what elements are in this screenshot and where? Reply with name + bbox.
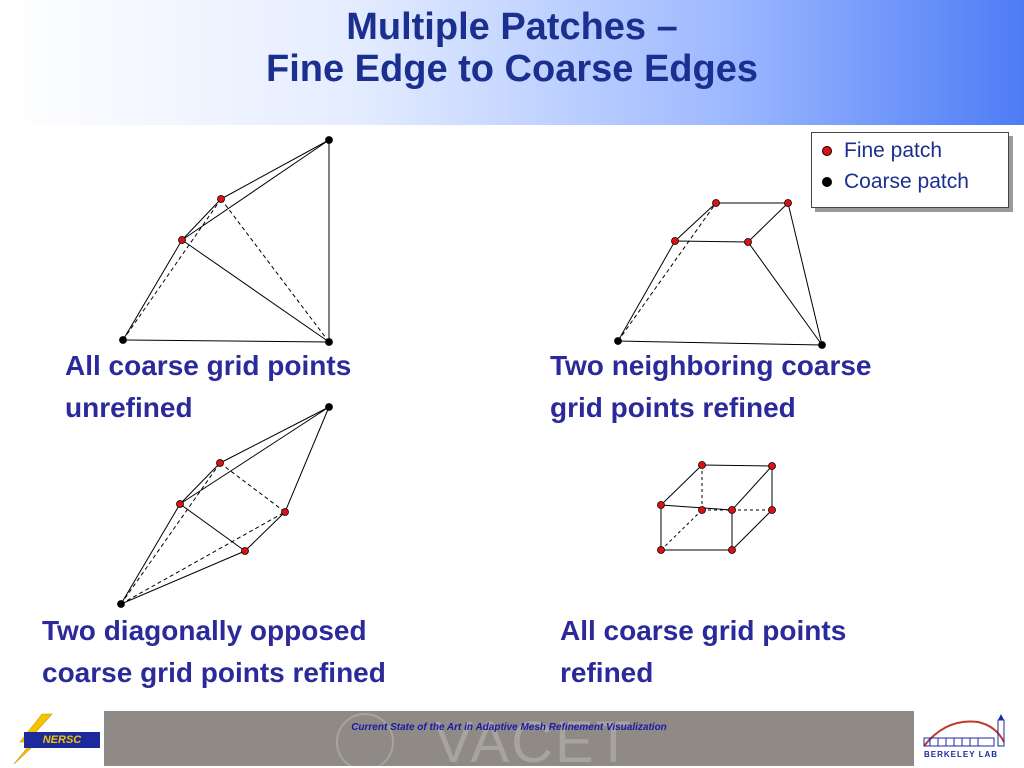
- footer-text: Current State of the Art in Adaptive Mes…: [351, 722, 667, 733]
- fine-point: [768, 462, 776, 470]
- berkeley-building-icon: [923, 714, 1005, 747]
- nersc-logo: NERSC: [2, 712, 102, 766]
- fine-point: [671, 237, 679, 245]
- fine-point: [216, 459, 224, 467]
- seal-watermark-icon: [336, 713, 394, 766]
- caption-all-refined-line1: All coarse grid points: [560, 615, 847, 646]
- fine-point: [784, 199, 792, 207]
- legend-box: Fine patch Coarse patch: [811, 132, 1009, 208]
- footer-bar: VACET Current State of the Art in Adapti…: [104, 711, 914, 766]
- red-dot-icon: [822, 146, 832, 156]
- slide-title-line2: Fine Edge to Coarse Edges: [266, 48, 758, 90]
- berkeley-lab-logo: BERKELEY LAB: [916, 712, 1022, 766]
- caption-neighboring: Two neighboring coarse grid points refin…: [550, 345, 872, 429]
- fine-point: [728, 506, 736, 514]
- coarse-point: [818, 341, 826, 349]
- coarse-point: [325, 403, 333, 411]
- caption-unrefined-line2: unrefined: [65, 392, 193, 423]
- fine-point: [698, 461, 706, 469]
- berkeley-lab-text: BERKELEY LAB: [924, 750, 999, 759]
- caption-neighboring-line1: Two neighboring coarse: [550, 350, 872, 381]
- coarse-point: [614, 337, 622, 345]
- fine-point: [728, 546, 736, 554]
- caption-unrefined: All coarse grid points unrefined: [65, 345, 351, 429]
- fine-point: [217, 195, 225, 203]
- slide-title: Multiple Patches – Fine Edge to Coarse E…: [0, 6, 1024, 90]
- diagram-diagonal-points: [117, 403, 333, 608]
- caption-all-refined-line2: refined: [560, 657, 654, 688]
- vacet-watermark: VACET: [434, 711, 634, 766]
- caption-neighboring-line2: grid points refined: [550, 392, 796, 423]
- fine-point: [281, 508, 289, 516]
- coarse-point: [325, 136, 333, 144]
- diagram-diagonal-refined: [120, 406, 330, 605]
- fine-point: [241, 547, 249, 555]
- diagram-neighboring-refined: [617, 202, 823, 346]
- caption-diagonal: Two diagonally opposed coarse grid point…: [42, 610, 386, 694]
- fine-point: [698, 506, 706, 514]
- slide-title-line1: Multiple Patches –: [346, 6, 678, 48]
- fine-point: [712, 199, 720, 207]
- fine-point: [768, 506, 776, 514]
- diagram-all-refined-points: [657, 461, 776, 554]
- legend-coarse: Coarse patch: [822, 170, 969, 194]
- legend-fine-label: Fine patch: [844, 139, 943, 162]
- caption-diagonal-line1: Two diagonally opposed: [42, 615, 367, 646]
- fine-point: [744, 238, 752, 246]
- caption-diagonal-line2: coarse grid points refined: [42, 657, 386, 688]
- diagram-unrefined: [122, 139, 330, 343]
- coarse-point: [119, 336, 127, 344]
- diagram-all-refined: [660, 464, 773, 551]
- nersc-logo-text: NERSC: [24, 732, 100, 748]
- fine-point: [178, 236, 186, 244]
- caption-all-refined: All coarse grid points refined: [560, 610, 846, 694]
- caption-unrefined-line1: All coarse grid points: [65, 350, 352, 381]
- legend-fine: Fine patch: [822, 139, 942, 163]
- diagram-neighboring-points: [614, 199, 826, 349]
- black-dot-icon: [822, 177, 832, 187]
- fine-point: [657, 546, 665, 554]
- coarse-point: [325, 338, 333, 346]
- fine-point: [176, 500, 184, 508]
- diagram-unrefined-points: [119, 136, 333, 346]
- legend-coarse-label: Coarse patch: [844, 170, 969, 193]
- title-banner: [0, 0, 1024, 125]
- fine-point: [657, 501, 665, 509]
- coarse-point: [117, 600, 125, 608]
